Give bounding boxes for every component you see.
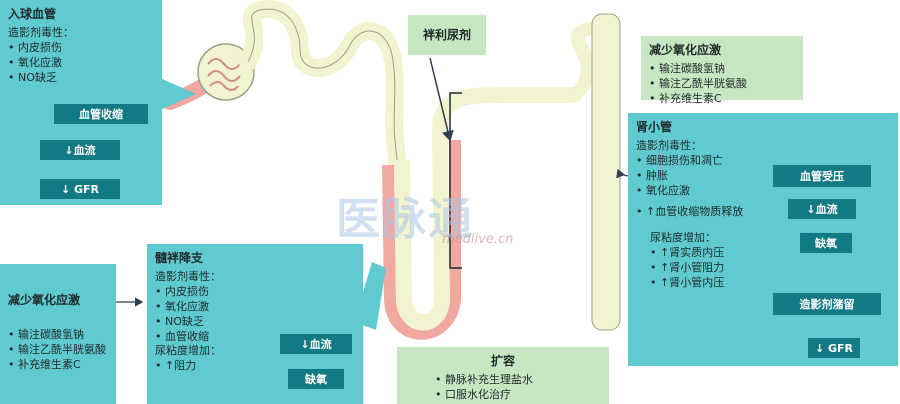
collecting-duct [591, 13, 621, 331]
diuretic-label: 袢利尿剂 [422, 27, 471, 42]
watermark-logo: 医脉通 [336, 194, 474, 245]
afferent-list: 内皮损伤 氧化应激 NO缺乏 [8, 41, 154, 86]
list-item: 内皮损伤 [8, 41, 154, 56]
tubule-gfr-box: ↓ GFR [808, 338, 860, 358]
reduce-top-title: 减少氧化应激 [649, 43, 722, 57]
loop-of-henle [394, 87, 575, 331]
reduce-oxidative-top: 减少氧化应激 输注碳酸氢钠 输注乙酰半胱氨酸 补充维生素C [641, 36, 803, 105]
watermark-url: medlive.cn [442, 232, 514, 247]
list-item: 氧化应激 [155, 300, 355, 315]
list-item: 氧化应激 [636, 184, 766, 199]
reduce-left-title: 减少氧化应激 [8, 293, 81, 307]
tubule-subtitle: 造影剂毒性： [636, 139, 702, 153]
vasa-title: 髓袢降支 [155, 251, 204, 265]
list-item: 输注乙酰半胱氨酸 [649, 77, 795, 92]
list-item: 输注乙酰半胱氨酸 [8, 343, 108, 358]
expand-title: 扩容 [490, 354, 515, 368]
list-item: 补充维生素C [8, 358, 108, 373]
list-item: 静脉补充生理盐水 [435, 373, 601, 388]
vasoconstriction-box: 血管收缩 [54, 104, 148, 124]
afferent-subtitle: 造影剂毒性： [8, 26, 74, 40]
tubule-viscosity: 尿粘度增加： [650, 231, 716, 245]
tubule-flow-box: ↓血流 [788, 199, 856, 219]
list-item: 输注碳酸氢钠 [649, 62, 795, 77]
list-item: ↑肾小管阻力 [650, 261, 890, 276]
tubule-panel: 肾小管 造影剂毒性： 细胞损伤和凋亡 肿胀 氧化应激 ↑血管收缩物质释放 尿粘度… [628, 113, 898, 366]
list-item: NO缺乏 [8, 71, 154, 86]
vasa-hypoxia-box: 缺氧 [288, 369, 344, 389]
vasa-recta-loop [382, 140, 461, 340]
vasa-viscosity: 尿粘度增加： [155, 344, 221, 358]
afferent-gfr-box: ↓ GFR [40, 179, 120, 199]
vessel-compression-box: 血管受压 [773, 165, 871, 187]
vasa-subtitle: 造影剂毒性： [155, 270, 221, 284]
tubule-hypoxia-box: 缺氧 [800, 233, 852, 253]
contrast-retention-box: 造影剂潴留 [773, 293, 881, 315]
diuretic-box: 袢利尿剂 [408, 15, 486, 55]
list-item: 口服水化治疗 [435, 388, 601, 403]
tubule-title: 肾小管 [636, 120, 673, 134]
list-item: ↑肾实质内压 [650, 246, 890, 261]
expand-panel: 扩容 静脉补充生理盐水 口服水化治疗 [397, 347, 609, 404]
list-item: 细胞损伤和凋亡 [636, 154, 766, 169]
afferent-title: 入球血管 [8, 7, 57, 21]
list-item: 氧化应激 [8, 56, 154, 71]
list-item: ↑肾小管内压 [650, 276, 890, 291]
list-item: 补充维生素C [649, 92, 795, 107]
list-item: NO缺乏 [155, 315, 355, 330]
proximal-tubule [239, 0, 407, 179]
reduce-oxidative-left: 减少氧化应激 输注碳酸氢钠 输注乙酰半胱氨酸 补充维生素C [0, 264, 116, 404]
list-item: 输注碳酸氢钠 [8, 328, 108, 343]
list-item: ↑阻力 [155, 359, 355, 374]
afferent-flow-box: ↓血流 [40, 140, 120, 160]
vasa-flow-box: ↓血流 [280, 334, 352, 354]
list-item: ↑血管收缩物质释放 [636, 205, 766, 220]
afferent-panel: 入球血管 造影剂毒性： 内皮损伤 氧化应激 NO缺乏 [0, 0, 162, 205]
list-item: 内皮损伤 [155, 285, 355, 300]
list-item: 肿胀 [636, 169, 766, 184]
list-item: 血管收缩 [155, 330, 355, 345]
